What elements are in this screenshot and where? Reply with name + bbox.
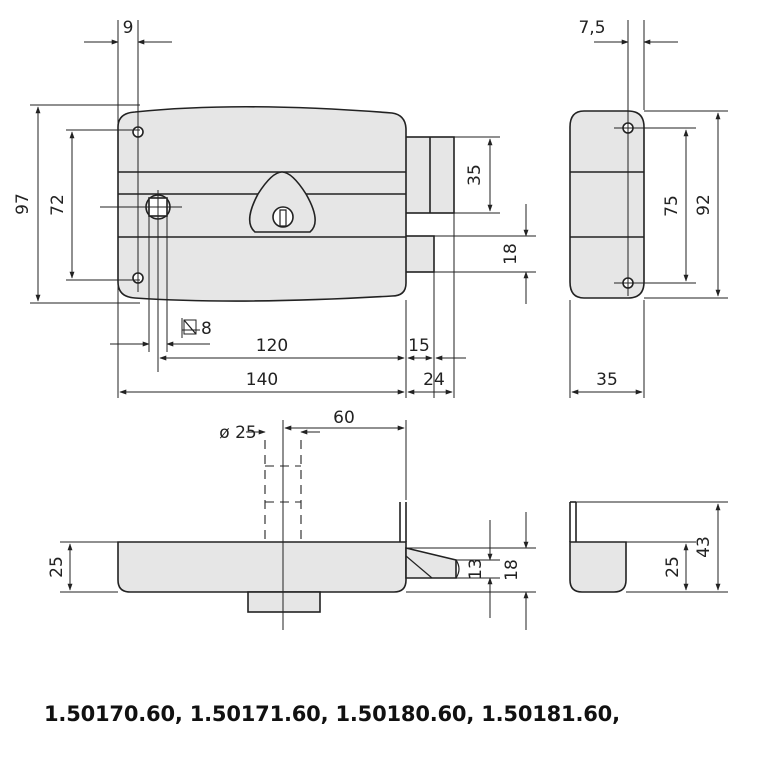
- dim-140: 140: [246, 370, 278, 390]
- dim-18-bottom: 18: [502, 559, 522, 581]
- dim-35-side: 35: [596, 370, 618, 390]
- dim-92: 92: [694, 194, 714, 216]
- side-view: [569, 110, 645, 299]
- dim-97: 97: [13, 193, 33, 215]
- side-bottom-view: [569, 501, 627, 593]
- dim-72: 72: [48, 194, 68, 216]
- dim-7-5: 7,5: [578, 18, 605, 38]
- side-bottom-body: [569, 541, 627, 593]
- bottom-body: [117, 541, 407, 593]
- cylinder-tail: [247, 591, 321, 613]
- dim-8-square: 8: [201, 319, 212, 339]
- bolt-housing: [403, 136, 455, 214]
- key-escutcheon: [248, 171, 316, 233]
- dim-diameter-25: ø 25: [219, 423, 256, 443]
- dim-9: 9: [123, 18, 134, 38]
- lock-drawing: 9 97 72 35 18 8 120 15 140 24 7,5 75 92 …: [13, 18, 728, 630]
- dim-13: 13: [466, 558, 486, 580]
- model-numbers-caption: 1.50170.60, 1.50171.60, 1.50180.60, 1.50…: [44, 702, 620, 726]
- dim-120: 120: [256, 336, 288, 356]
- dim-25-case: 25: [47, 556, 67, 578]
- front-view: [117, 105, 455, 302]
- bottom-view: [117, 502, 460, 613]
- dim-25-side-bottom: 25: [663, 556, 683, 578]
- dim-15: 15: [408, 336, 430, 356]
- dim-24: 24: [423, 370, 445, 390]
- dim-60: 60: [333, 408, 355, 428]
- bolt: [403, 235, 435, 273]
- dim-75: 75: [662, 195, 682, 217]
- side-body: [569, 110, 645, 299]
- dim-18-bolt: 18: [501, 243, 521, 265]
- dim-35-bolt-housing: 35: [465, 164, 485, 186]
- dim-43: 43: [694, 536, 714, 558]
